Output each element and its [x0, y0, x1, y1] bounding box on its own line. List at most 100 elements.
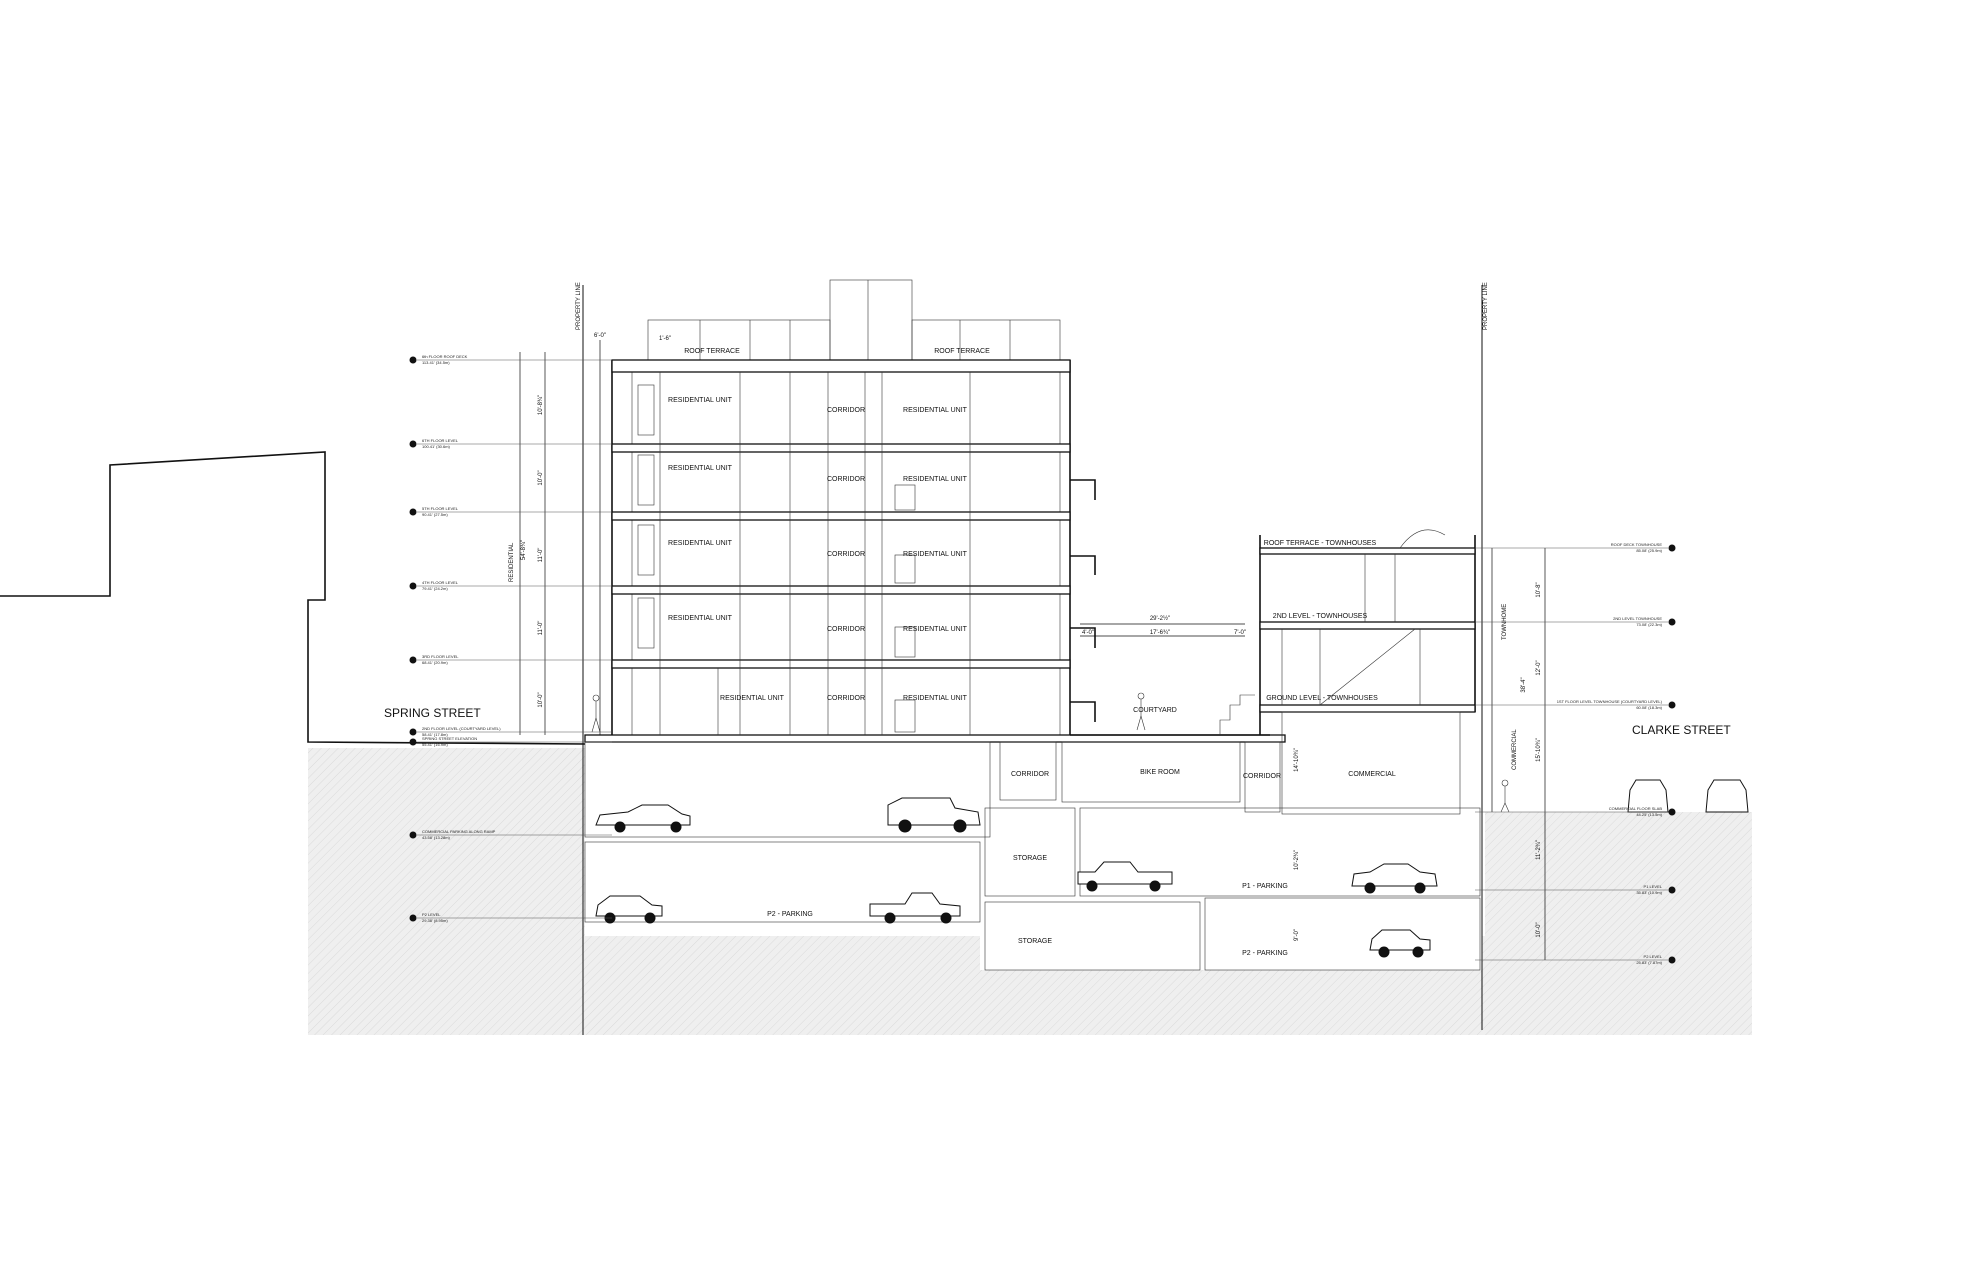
level-name: 1ST FLOOR LEVEL TOWNHOUSE (COURTYARD LEV…	[1557, 699, 1663, 704]
roof-terrace-townhouses-label: ROOF TERRACE - TOWNHOUSES	[1264, 540, 1377, 547]
storage-label: STORAGE	[1013, 855, 1047, 862]
dim-floor-3: 11'-0"	[538, 621, 544, 636]
level-name: 5TH FLOOR LEVEL	[422, 506, 459, 511]
bike-room-label: BIKE ROOM	[1140, 769, 1180, 776]
car	[595, 804, 691, 833]
level-elevation: 79.41' (24.2m)	[422, 586, 448, 591]
level-marker-icon	[1668, 701, 1676, 709]
ground-level-townhouses-label: GROUND LEVEL - TOWNHOUSES	[1266, 695, 1378, 702]
level-marker-icon	[1668, 808, 1676, 816]
corridor-label: CORRIDOR	[827, 626, 865, 633]
residential-unit-label: RESIDENTIAL UNIT	[903, 695, 968, 702]
level-elevation: 43.58' (13.28m)	[422, 835, 451, 840]
level-name: 4TH FLOOR LEVEL	[422, 580, 459, 585]
dim-courtyard-width: 29'-2½"	[1150, 615, 1170, 622]
dim-p1-total: 11'-2¾"	[1536, 840, 1542, 860]
dim-th-top: 10'-8"	[1536, 582, 1542, 597]
level-elevation: 90.41' (27.5m)	[422, 512, 448, 517]
truck	[1077, 861, 1173, 892]
level-elevation: 85.08' (25.9m)	[1636, 548, 1662, 553]
level-elevation: 25.83' (7.87m)	[1636, 960, 1662, 965]
corridor-label: CORRIDOR	[827, 407, 865, 414]
level-marker-icon	[409, 738, 417, 746]
level-name: COMMERCIAL FLOOR SLAB	[1609, 806, 1663, 811]
commercial-label: COMMERCIAL	[1348, 771, 1396, 778]
truck	[887, 797, 981, 833]
level-elevation: 44.25' (13.5m)	[1636, 812, 1662, 817]
residential-unit-label: RESIDENTIAL UNIT	[668, 615, 733, 622]
level-marker-icon	[1668, 618, 1676, 626]
dim-floor-5: 10'-0"	[538, 470, 544, 485]
level-marker-icon	[409, 440, 417, 448]
property-line-label-left: PROPERTY LINE	[576, 282, 582, 330]
person-figure	[1500, 779, 1510, 813]
corridor-label: CORRIDOR	[827, 695, 865, 702]
level-name: ROOF DECK TOWNHOUSE	[1611, 542, 1663, 547]
dim-parapet: 1'-6"	[659, 336, 671, 342]
car	[1351, 863, 1438, 894]
clarke-street-label: CLARKE STREET	[1632, 723, 1731, 737]
roof-terrace-label-2: ROOF TERRACE	[934, 348, 990, 355]
level-elevation: 35.83' (10.9m)	[1636, 890, 1662, 895]
level-elevation: 58.41' (17.8m)	[422, 732, 448, 737]
residential-unit-label: RESIDENTIAL UNIT	[668, 540, 733, 547]
level-name: 2ND FLOOR LEVEL (COURTYARD LEVEL)	[422, 726, 501, 731]
level-elevation: 113.41' (34.5m)	[422, 360, 450, 365]
car	[1369, 929, 1431, 958]
p2-parking-label-main: P2 - PARKING	[767, 911, 813, 918]
dim-roof-offset: 6'-0"	[594, 333, 606, 339]
dim-floor-2: 10'-0"	[538, 692, 544, 707]
level-elevation: 55.41' (16.9m)	[422, 742, 448, 747]
level-name: COMMERCIAL PARKING ALONG RAMP	[422, 829, 496, 834]
corridor-label: CORRIDOR	[1243, 773, 1281, 780]
dim-p2-total: 10'-0"	[1536, 922, 1542, 937]
car	[595, 895, 663, 924]
level-name: P2 LEVEL	[1644, 954, 1663, 959]
level-marker-icon	[409, 582, 417, 590]
level-name: 3RD FLOOR LEVEL	[422, 654, 459, 659]
dim-total-height: 54'-8¾"	[521, 540, 527, 560]
level-name: 6TH FLOOR LEVEL	[422, 438, 459, 443]
level-name: SPRING STREET ELEVATION	[422, 736, 477, 741]
ground-fill	[308, 748, 1752, 1035]
residential-unit-label: RESIDENTIAL UNIT	[903, 407, 968, 414]
dim-floor-6: 10'-8¾"	[538, 395, 544, 415]
level-elevation: 100.41' (30.6m)	[422, 444, 451, 449]
level-name: 2ND LEVEL TOWNHOUSE	[1613, 616, 1662, 621]
roof-terrace-label-1: ROOF TERRACE	[684, 348, 740, 355]
dim-p2-h: 9'-0"	[1294, 929, 1300, 941]
dim-comm-h: 14'-10¾"	[1294, 748, 1300, 772]
dim-setback-left: 4'-0"	[1082, 630, 1094, 636]
second-level-townhouses-label: 2ND LEVEL - TOWNHOUSES	[1273, 613, 1368, 620]
dim-th-total: 38'-4"	[1521, 677, 1527, 692]
dim-setback-right: 7'-0"	[1234, 630, 1246, 636]
residential-unit-label: RESIDENTIAL UNIT	[903, 476, 968, 483]
spring-street-label: SPRING STREET	[384, 706, 481, 720]
level-name: P1 LEVEL	[1644, 884, 1663, 889]
truck	[869, 892, 961, 924]
storage-label-2: STORAGE	[1018, 938, 1052, 945]
p2-parking-label: P2 - PARKING	[1242, 950, 1288, 957]
commercial-vertical-label: COMMERCIAL	[1512, 729, 1518, 770]
corridor-label: CORRIDOR	[1011, 771, 1049, 778]
courtyard-label: COURTYARD	[1133, 707, 1177, 714]
level-name: 6th FLOOR ROOF DECK	[422, 354, 468, 359]
level-name: P2 LEVEL	[422, 912, 441, 917]
residential-vertical-label: RESIDENTIAL	[509, 542, 515, 582]
dim-th-mid: 12'-0"	[1536, 660, 1542, 675]
person-figure	[591, 694, 601, 733]
level-marker-icon	[409, 508, 417, 516]
residential-unit-label: RESIDENTIAL UNIT	[903, 551, 968, 558]
residential-unit-label: RESIDENTIAL UNIT	[720, 695, 785, 702]
residential-unit-label: RESIDENTIAL UNIT	[903, 626, 968, 633]
level-marker-icon	[409, 356, 417, 364]
person-figure	[1136, 692, 1146, 731]
property-line-label-right: PROPERTY LINE	[1483, 282, 1489, 330]
level-marker-icon	[409, 914, 417, 922]
residential-unit-label: RESIDENTIAL UNIT	[668, 465, 733, 472]
corridor-label: CORRIDOR	[827, 551, 865, 558]
residential-unit-label: RESIDENTIAL UNIT	[668, 397, 733, 404]
